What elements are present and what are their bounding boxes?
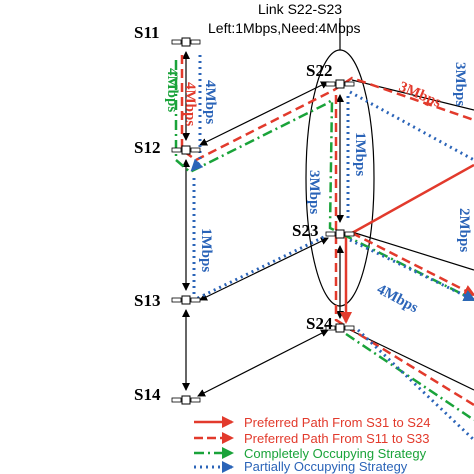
node-label-s11: S11 <box>134 23 160 42</box>
legend-item-red-solid: Preferred Path From S31 to S24 <box>194 415 430 430</box>
red-dashed-path <box>180 55 474 407</box>
legend-label-0: Preferred Path From S31 to S24 <box>244 415 430 430</box>
legend-label-3: Partially Occupying Strategy <box>244 459 408 474</box>
legend-label-2: Completely Occupying Strategy <box>244 446 427 461</box>
satellite-s13: S13 <box>134 291 201 310</box>
legend-item-green-dashdot: Completely Occupying Strategy <box>194 446 427 461</box>
satellite-s23: S23 <box>292 221 355 240</box>
satellite-icon <box>171 395 201 405</box>
satellite-s14: S14 <box>134 385 201 405</box>
satellite-s24: S24 <box>306 314 355 333</box>
rate-blue-right-mid: 2Mbps <box>456 208 472 252</box>
satellite-s12: S12 <box>134 138 201 157</box>
rate-blue-s22-s23: 1Mbps <box>352 132 368 176</box>
link-s14-s24 <box>197 329 329 397</box>
green-dashdot-path <box>174 60 474 422</box>
legend-label-1: Preferred Path From S11 to S33 <box>244 431 429 446</box>
satellite-icon <box>325 323 355 333</box>
legend-item-red-dashed: Preferred Path From S11 to S33 <box>194 431 429 446</box>
legend-item-blue-dotted: Partially Occupying Strategy <box>194 459 408 474</box>
link-s13-s23 <box>199 237 329 301</box>
satellite-icon <box>171 295 201 305</box>
link-s12-s22 <box>199 81 329 146</box>
link-s23-right <box>351 231 474 271</box>
isl-links <box>182 51 474 397</box>
rate-blue-right-top: 3Mbps <box>452 62 468 106</box>
satellite-icon <box>325 229 355 239</box>
satellite-icon <box>171 37 201 47</box>
link-s24-right <box>349 329 474 391</box>
satellite-icon <box>171 145 201 155</box>
link-label: Link S22-S23 <box>258 1 342 17</box>
node-label-s22: S22 <box>306 61 332 80</box>
blue-dotted-path <box>190 55 474 442</box>
node-label-s23: S23 <box>292 221 318 240</box>
satellite-s11: S11 <box>134 23 201 47</box>
rate-s22-s23-left: 3Mbps <box>306 170 322 214</box>
capacity-label: Left:1Mbps,Need:4Mbps <box>208 20 361 36</box>
rate-blue-s23-right: 4Mbps <box>374 281 421 316</box>
satellite-icon <box>325 79 355 89</box>
node-label-s13: S13 <box>134 291 160 310</box>
rate-blue-s12-s13: 1Mbps <box>198 228 214 272</box>
node-label-s24: S24 <box>306 314 333 333</box>
legend: Preferred Path From S31 to S24 Preferred… <box>194 415 430 474</box>
rate-green-s11-s12: 4Mbps <box>164 68 180 112</box>
node-label-s14: S14 <box>134 385 161 404</box>
rate-red-s22-right: 3Mbps <box>396 79 443 111</box>
node-label-s12: S12 <box>134 138 160 157</box>
rate-red-s11-s12: 4Mbps <box>182 82 198 126</box>
rate-blue-s11-s12: 4Mbps <box>202 80 218 124</box>
satellite-s22: S22 <box>306 61 355 89</box>
